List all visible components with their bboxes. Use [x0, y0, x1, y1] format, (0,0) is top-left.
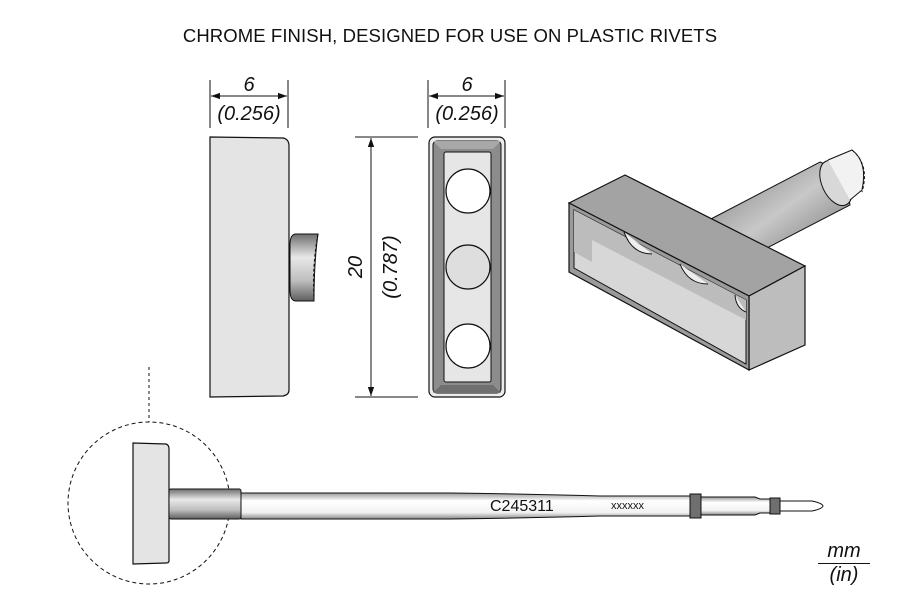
- front-height-mm: 20: [345, 256, 367, 279]
- side-width-dimension: 6 (0.256): [209, 74, 289, 128]
- side-width-mm: 6: [243, 74, 255, 96]
- units-primary: mm: [818, 540, 870, 564]
- rivet-hole-3: [445, 323, 491, 369]
- front-width-dimension: 6 (0.256): [427, 74, 506, 128]
- drawing-title: CHROME FINISH, DESIGNED FOR USE ON PLAST…: [182, 25, 718, 46]
- serial-placeholder: xxxxxx: [611, 500, 645, 512]
- front-width-in: (0.256): [435, 103, 498, 125]
- front-height-dimension: 20 (0.787): [345, 136, 418, 398]
- front-view: [428, 136, 506, 398]
- tool-full-view: C245311 xxxxxx: [132, 442, 824, 565]
- side-width-in: (0.256): [217, 103, 280, 125]
- units-legend: mm (in): [818, 540, 870, 586]
- front-height-in: (0.787): [380, 235, 402, 298]
- front-width-mm: 6: [461, 74, 473, 96]
- rivet-hole-1: [445, 168, 491, 214]
- part-number: C245311: [490, 498, 554, 515]
- side-view: [209, 136, 319, 398]
- rivet-hole-2: [445, 244, 491, 290]
- units-secondary: (in): [829, 564, 859, 586]
- isometric-view: [567, 149, 865, 372]
